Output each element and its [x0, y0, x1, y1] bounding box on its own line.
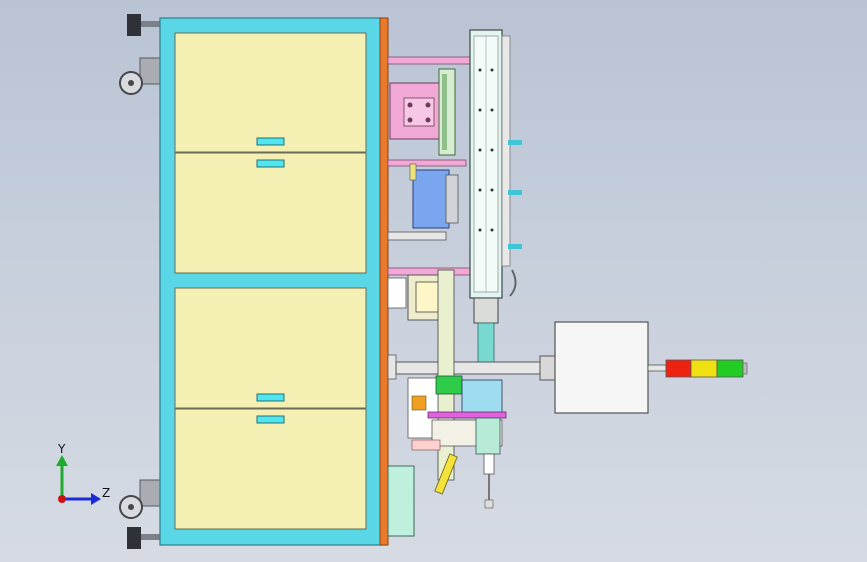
- cabinet-door-2[interactable]: [174, 152, 367, 274]
- leveling-foot-bottom: [127, 527, 161, 549]
- door-handle-2: [256, 159, 285, 168]
- door-handle-3: [256, 393, 285, 402]
- cabinet-door-1[interactable]: [174, 32, 367, 153]
- caster-wheel-bottom: [119, 479, 163, 519]
- axis-label-y: Y: [57, 442, 66, 456]
- cabinet-door-3[interactable]: [174, 287, 367, 409]
- door-handle-1: [256, 137, 285, 146]
- leveling-foot-top: [127, 14, 161, 36]
- mint-base-block: [387, 465, 415, 537]
- axis-label-z: Z: [102, 486, 110, 500]
- signal-tower-light: [647, 359, 748, 378]
- coordinate-triad: Y Z: [56, 442, 110, 505]
- door-handle-4: [256, 415, 285, 424]
- yellow-guide-bar: [434, 453, 458, 495]
- mounting-plate: [379, 17, 389, 546]
- main-shaft: [387, 354, 557, 381]
- machine-cabinet: [119, 14, 389, 549]
- caster-wheel-top: [119, 57, 163, 95]
- cabinet-door-4[interactable]: [174, 408, 367, 530]
- lower-mechanism: [387, 269, 507, 537]
- blue-motor-box: [412, 169, 450, 229]
- electrical-control-box[interactable]: [554, 321, 649, 414]
- linear-axis-column: [469, 29, 522, 364]
